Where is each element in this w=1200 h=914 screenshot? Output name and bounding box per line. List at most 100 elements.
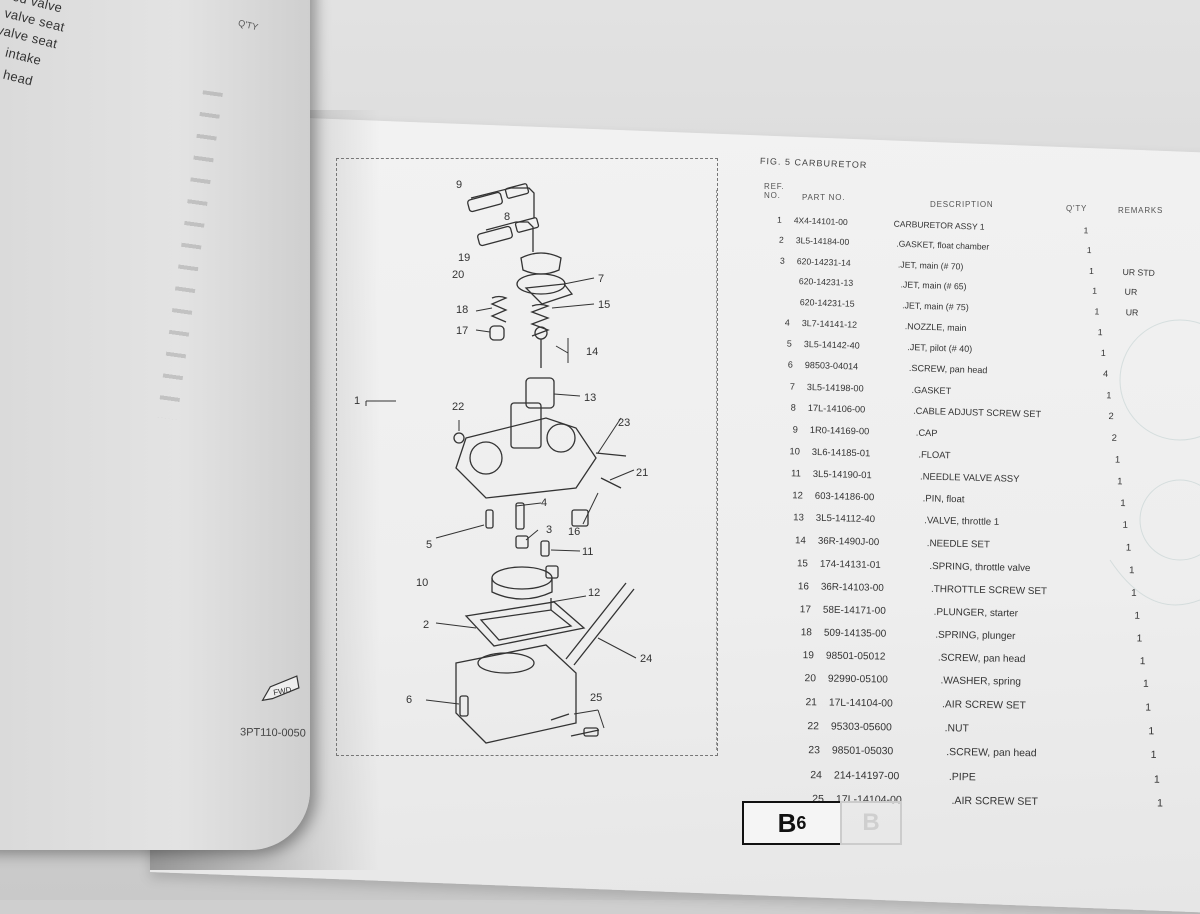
qty-cell: 1 xyxy=(1089,265,1095,276)
callout-9: 9 xyxy=(456,179,462,191)
callout-10: 10 xyxy=(416,577,428,589)
qty-cell: 1 xyxy=(1145,702,1152,714)
qty-cell: 1 xyxy=(1114,454,1120,465)
callout-20: 20 xyxy=(452,269,464,281)
remarks-cell: UR xyxy=(1125,307,1139,318)
ref-cell: 14 xyxy=(794,535,806,547)
callout-14: 14 xyxy=(586,346,598,358)
table-row: 14 36R-1490J-00 .NEEDLE SET 1 xyxy=(784,535,1131,553)
desc-cell: .FLOAT xyxy=(917,449,951,461)
desc-cell: .PLUNGER, starter xyxy=(933,606,1018,619)
ref-cell: 13 xyxy=(793,512,805,524)
faint-diagram-icon xyxy=(1109,319,1200,606)
ref-cell: 10 xyxy=(788,446,800,457)
part-cell: 3L5-14112-40 xyxy=(816,513,876,526)
part-cell: 36R-1490J-00 xyxy=(817,535,880,549)
desc-cell: .WASHER, spring xyxy=(939,675,1021,689)
ref-cell: 2 xyxy=(778,234,784,246)
qty-cell: 1 xyxy=(1153,773,1160,786)
qty-cell: 1 xyxy=(1097,327,1103,338)
callout-6: 6 xyxy=(406,694,412,706)
part-cell: 214-14197-00 xyxy=(833,769,900,783)
qty-cell: 1 xyxy=(1156,797,1163,810)
qty-cell: 1 xyxy=(1091,285,1098,297)
ref-cell: 21 xyxy=(805,697,818,709)
ref-cell: 22 xyxy=(807,721,819,733)
qty-cell: 1 xyxy=(1128,564,1135,576)
ref-cell: 24 xyxy=(810,769,822,782)
ref-cell: 15 xyxy=(796,557,808,570)
desc-cell: .NEEDLE SET xyxy=(926,538,990,551)
desc-cell: .THROTTLE SCREW SET xyxy=(931,583,1048,597)
desc-cell: .GASKET xyxy=(911,384,952,396)
part-cell: 98501-05030 xyxy=(832,745,894,758)
qty-cell: 1 xyxy=(1134,610,1140,622)
col-header-desc: DESCRIPTION xyxy=(930,200,994,209)
part-cell: 174-14131-01 xyxy=(819,558,881,571)
part-cell: 98503-04014 xyxy=(804,360,859,372)
qty-cell: 1 xyxy=(1125,542,1132,554)
part-cell: 98501-05012 xyxy=(825,650,886,663)
ref-cell: 4 xyxy=(784,317,790,328)
figure-divider xyxy=(716,190,717,750)
col-header-remarks: REMARKS xyxy=(1118,206,1164,215)
desc-cell: .SCREW, pan head xyxy=(946,746,1038,760)
left-qty-header: Q'TY xyxy=(237,17,260,33)
part-cell: 3L5-14190-01 xyxy=(812,468,873,482)
callout-8: 8 xyxy=(504,211,510,223)
col-header-part: PART NO. xyxy=(802,193,846,202)
desc-cell: .JET, main (# 75) xyxy=(902,300,970,313)
qty-cell: 1 xyxy=(1131,587,1137,599)
table-row: 17 58E-14171-00 .PLUNGER, starter 1 xyxy=(789,603,1140,622)
desc-cell: .CAP xyxy=(915,427,938,439)
desc-cell: .AIR SCREW SET xyxy=(951,795,1038,809)
callout-17: 17 xyxy=(456,325,468,337)
qty-cell: 1 xyxy=(1139,656,1146,668)
ref-cell: 17 xyxy=(799,603,811,615)
desc-cell: .NUT xyxy=(944,723,969,735)
ref-cell: 9 xyxy=(792,424,798,435)
callout-22: 22 xyxy=(452,401,464,413)
part-cell: 4X4-14101-00 xyxy=(793,215,848,228)
figure-code: 3PT110-0050 xyxy=(239,726,306,740)
callout-21: 21 xyxy=(636,467,648,479)
desc-cell: .NEEDLE VALVE ASSY xyxy=(920,471,1020,485)
ref-cell: 6 xyxy=(787,359,794,370)
callout-2: 2 xyxy=(423,619,429,631)
ref-cell: 11 xyxy=(791,468,802,480)
desc-cell: .JET, main (# 70) xyxy=(897,259,964,272)
callout-18: 18 xyxy=(456,304,468,316)
ref-cell xyxy=(765,283,787,284)
part-cell: 17L-14106-00 xyxy=(808,403,866,415)
qty-cell: 1 xyxy=(1136,633,1143,645)
callout-5: 5 xyxy=(426,539,432,551)
callout-11: 11 xyxy=(582,546,593,558)
desc-cell: .VALVE, throttle 1 xyxy=(924,515,1000,529)
callout-3: 3 xyxy=(546,524,552,536)
qty-cell: 1 xyxy=(1148,726,1155,738)
part-cell: 3L5-14142-40 xyxy=(803,339,860,351)
col-header-ref: REF. NO. xyxy=(764,182,785,200)
desc-cell: .JET, pilot (# 40) xyxy=(906,342,972,355)
remarks-cell: UR xyxy=(1124,286,1138,298)
ref-cell: 1 xyxy=(776,214,782,225)
part-cell: 1R0-14169-00 xyxy=(809,424,870,437)
part-cell: 58E-14171-00 xyxy=(822,604,886,617)
part-cell: 36R-14103-00 xyxy=(820,581,885,594)
part-cell: 620-14231-15 xyxy=(800,297,856,309)
page-letter: B xyxy=(777,807,797,838)
ref-cell: 19 xyxy=(802,650,814,662)
qty-cell: 1 xyxy=(1150,749,1157,761)
